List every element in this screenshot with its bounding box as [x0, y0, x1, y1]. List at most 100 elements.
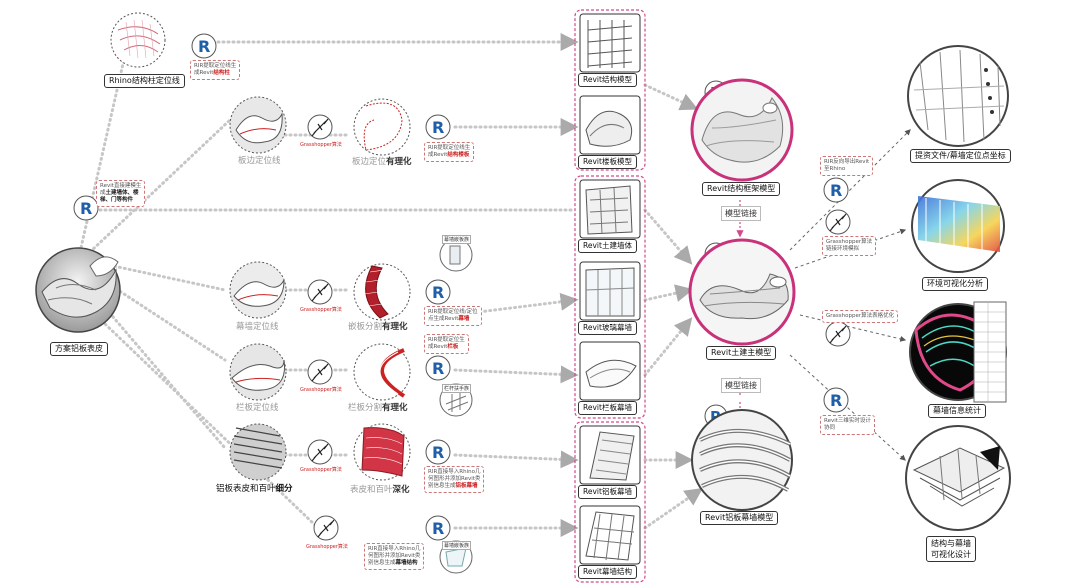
note-panel-1: RIR提取定位线/定位 — [428, 309, 478, 315]
circle-railing-pos — [229, 343, 287, 401]
label-slab-rational-suffix: 有理化 — [386, 157, 412, 167]
svg-text:R: R — [432, 118, 444, 137]
svg-text:R: R — [198, 37, 210, 56]
note-civil-3: 土建墙体、楼 — [105, 190, 139, 196]
thumb-revit-civil — [579, 179, 641, 239]
label-railing-split-main: 栏板分割 — [348, 403, 383, 413]
note-slab-1: RIR提取定位线生 — [428, 145, 471, 151]
grasshopper-icons — [307, 114, 851, 541]
label-out-stats: 幕墙信息统计 — [928, 404, 986, 418]
note-export-1: RIR反向导出Revit — [824, 159, 870, 165]
note-civil-4: 梯、门等构件 — [100, 197, 134, 203]
thumb-revit-slab — [579, 95, 641, 155]
label-revit-wallstruct: Revit幕墙结构 — [578, 565, 637, 579]
svg-text:R: R — [432, 519, 444, 538]
note-alu-1: RIR直接导入Rhino几 — [428, 469, 481, 475]
note-column-3: 结构柱 — [213, 70, 230, 76]
model-circles — [688, 78, 796, 511]
model-main-circle — [688, 238, 796, 346]
note-alu: RIR直接导入Rhino几 何图形并添加Revit类 别信息生成铝板幕墙 — [424, 466, 485, 493]
note-railing-3: 栏板 — [447, 344, 459, 350]
label-out-visual-1: 结构与幕墙 — [931, 539, 971, 548]
label-revit-civil: Revit土建墙体 — [578, 239, 637, 253]
note-panel-2: 点生成Revit — [428, 316, 459, 322]
label-out-env: 环境可视化分析 — [922, 277, 988, 291]
note-civil-1: Revit直接建模生 — [100, 183, 142, 189]
gh-icon-1 — [307, 114, 333, 140]
circle-rhino-column — [110, 12, 166, 68]
label-slab-rational-main: 板边定位 — [352, 157, 387, 167]
circle-railing-split — [353, 343, 411, 401]
circle-skin-deepen — [353, 423, 411, 481]
circle-panel-split — [353, 263, 411, 321]
label-out-visual-2: 可视化设计 — [931, 550, 971, 559]
label-skin-subdivide-suffix: 细分 — [275, 484, 293, 494]
note-env: Grasshopper算法 链接环境模拟 — [822, 236, 877, 256]
caption-gh-1: Grasshopper算法 — [300, 142, 342, 148]
note-export: RIR反向导出Revit 至Rhino — [820, 156, 874, 176]
label-railing-split: 栏板分割有理化 — [348, 403, 408, 414]
output-arrows — [789, 129, 911, 461]
label-slab-edge: 板边定位线 — [238, 156, 281, 166]
label-skin-deepen-main: 表皮和百叶 — [350, 485, 393, 495]
revit-icon-6: R — [425, 439, 451, 465]
label-revit-alu: Revit铝板幕墙 — [578, 485, 637, 499]
note-alu-4: 铝板幕墙 — [455, 483, 478, 489]
label-model-frame: Revit结构框架模型 — [702, 182, 781, 196]
label-model-main: Revit土建主模型 — [706, 346, 777, 360]
note-env-1: Grasshopper算法 — [826, 239, 873, 245]
note-alu-3: 别信息生成 — [428, 483, 456, 489]
revit-icon-9: R — [823, 387, 849, 413]
note-wallstruct-4: 幕墙结构 — [395, 560, 418, 566]
label-panel-split-main: 嵌板分割 — [348, 322, 383, 332]
svg-text:R: R — [80, 199, 92, 218]
label-model-link-1: 模型链接 — [721, 206, 761, 221]
caption-gh-4: Grasshopper算法 — [300, 467, 342, 473]
revit-group-frames — [574, 9, 646, 583]
note-stats-1: Grasshopper算法表格优化 — [826, 313, 895, 319]
thumb-revit-wallstruct — [579, 505, 641, 565]
note-wallstruct: RIR直接导入Rhino几 何图形并添加Revit类 别信息生成幕墙结构 — [364, 543, 425, 570]
tag-wall-lib: 幕墙嵌板族 — [442, 541, 472, 550]
note-env-2: 链接环境模拟 — [826, 246, 860, 252]
label-revit-slab: Revit楼板模型 — [578, 155, 637, 169]
thumb-panel-lib — [439, 238, 473, 272]
note-collab-1: Revit三维实时设计 — [824, 418, 871, 424]
label-skin-deepen: 表皮和百叶深化 — [350, 485, 410, 496]
revit-icon-1: R — [191, 33, 217, 59]
note-collab: Revit三维实时设计 协同 — [820, 415, 875, 435]
model-frame-circle — [690, 78, 794, 182]
connector-lines — [78, 33, 703, 537]
source-circles — [35, 12, 287, 481]
note-stats: Grasshopper算法表格优化 — [822, 310, 899, 323]
label-model-link-2: 模型链接 — [721, 378, 761, 393]
note-wallstruct-2: 何图形并添加Revit类 — [368, 553, 421, 559]
gh-icon-4 — [307, 439, 333, 465]
label-model-alu: Revit铝板幕墙模型 — [700, 511, 779, 525]
gh-icon-7 — [825, 321, 851, 347]
note-civil: Revit直接建模生 成土建墙体、楼 梯、门等构件 — [96, 180, 146, 207]
circle-slab-edge — [229, 96, 287, 154]
model-alu-circle — [691, 409, 793, 511]
gh-icon-5 — [313, 515, 339, 541]
thumb-revit-struct — [579, 13, 641, 73]
output-circles — [905, 45, 1011, 531]
out-coords-circle — [907, 45, 1009, 147]
caption-gh-3: Grasshopper算法 — [300, 387, 342, 393]
out-stats-circle — [909, 301, 1007, 403]
label-curtain-pos: 幕墙定位线 — [236, 322, 279, 332]
circle-facade-skin — [35, 247, 121, 333]
label-out-visual: 结构与幕墙可视化设计 — [926, 536, 976, 562]
circle-slab-rational — [353, 98, 411, 156]
note-civil-2: 成 — [100, 190, 106, 196]
note-wallstruct-1: RIR直接导入Rhino几 — [368, 546, 421, 552]
thumb-revit-glass — [579, 261, 641, 321]
label-skin-subdivide-main: 铝板表皮和百叶 — [216, 484, 276, 494]
rational-circles — [353, 98, 411, 481]
label-panel-split-suffix: 有理化 — [382, 322, 408, 332]
label-out-coords: 提资文件/幕墙定位点坐标 — [910, 149, 1011, 163]
circle-skin-subdivide — [229, 423, 287, 481]
note-export-2: 至Rhino — [824, 166, 846, 172]
revit-icon-2: R — [425, 114, 451, 140]
